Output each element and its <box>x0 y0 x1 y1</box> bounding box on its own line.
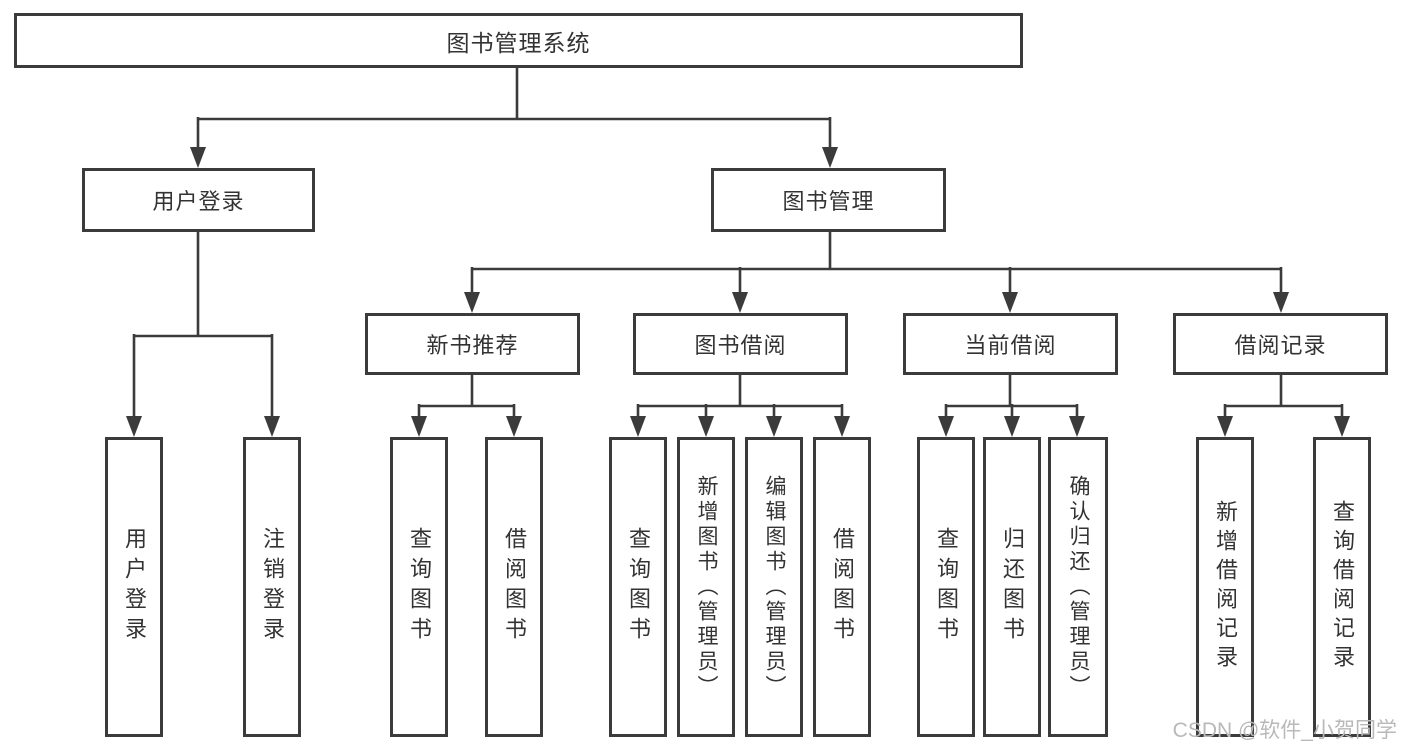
leaf-recommend-borrow-books-label: 借阅图书 <box>502 527 527 647</box>
node-library-management-system: 图书管理系统 <box>14 13 1023 68</box>
leaf-query-borrow-record: 查询借阅记录 <box>1313 437 1371 737</box>
leaf-borrow-books: 借阅图书 <box>813 437 871 737</box>
leaf-current-query-books-label: 查询图书 <box>934 527 959 647</box>
csdn-watermark: CSDN @软件_小贺同学 <box>1172 719 1397 742</box>
leaf-current-query-books: 查询图书 <box>917 437 975 737</box>
leaf-edit-books-admin: 编辑图书（管理员） <box>745 437 803 737</box>
leaf-add-borrow-record-label: 新增借阅记录 <box>1213 500 1238 674</box>
leaf-query-borrow-record-label: 查询借阅记录 <box>1330 500 1355 674</box>
node-book-borrowing-label: 图书借阅 <box>694 333 787 358</box>
node-new-book-recommendation-label: 新书推荐 <box>426 333 519 358</box>
leaf-confirm-return-admin-label: 确认归还（管理员） <box>1067 474 1090 700</box>
leaf-user-login: 用户登录 <box>105 437 163 737</box>
node-library-management-system-label: 图书管理系统 <box>446 29 591 56</box>
leaf-confirm-return-admin: 确认归还（管理员） <box>1048 437 1108 737</box>
node-current-borrowing-label: 当前借阅 <box>964 333 1057 358</box>
leaf-logout-label: 注销登录 <box>260 527 285 647</box>
leaf-recommend-query-books: 查询图书 <box>390 437 448 737</box>
leaf-logout: 注销登录 <box>243 437 301 737</box>
leaf-add-books-admin: 新增图书（管理员） <box>677 437 735 737</box>
leaf-borrow-query-books: 查询图书 <box>609 437 667 737</box>
node-borrowing-records-label: 借阅记录 <box>1234 333 1327 358</box>
node-new-book-recommendation: 新书推荐 <box>365 313 580 375</box>
node-user-login-label: 用户登录 <box>152 189 245 214</box>
leaf-add-books-admin-label: 新增图书（管理员） <box>695 474 718 700</box>
leaf-add-borrow-record: 新增借阅记录 <box>1196 437 1254 737</box>
node-book-management: 图书管理 <box>711 168 946 232</box>
node-book-management-label: 图书管理 <box>782 189 875 214</box>
leaf-recommend-borrow-books: 借阅图书 <box>485 437 543 737</box>
node-user-login: 用户登录 <box>82 168 315 232</box>
leaf-recommend-query-books-label: 查询图书 <box>407 527 432 647</box>
leaf-return-books: 归还图书 <box>983 437 1041 737</box>
node-book-borrowing: 图书借阅 <box>633 313 848 375</box>
leaf-user-login-label: 用户登录 <box>122 527 147 647</box>
leaf-edit-books-admin-label: 编辑图书（管理员） <box>763 474 786 700</box>
leaf-borrow-query-books-label: 查询图书 <box>626 527 651 647</box>
leaf-return-books-label: 归还图书 <box>1000 527 1025 647</box>
node-current-borrowing: 当前借阅 <box>903 313 1118 375</box>
node-borrowing-records: 借阅记录 <box>1173 313 1388 375</box>
leaf-borrow-books-label: 借阅图书 <box>830 527 855 647</box>
